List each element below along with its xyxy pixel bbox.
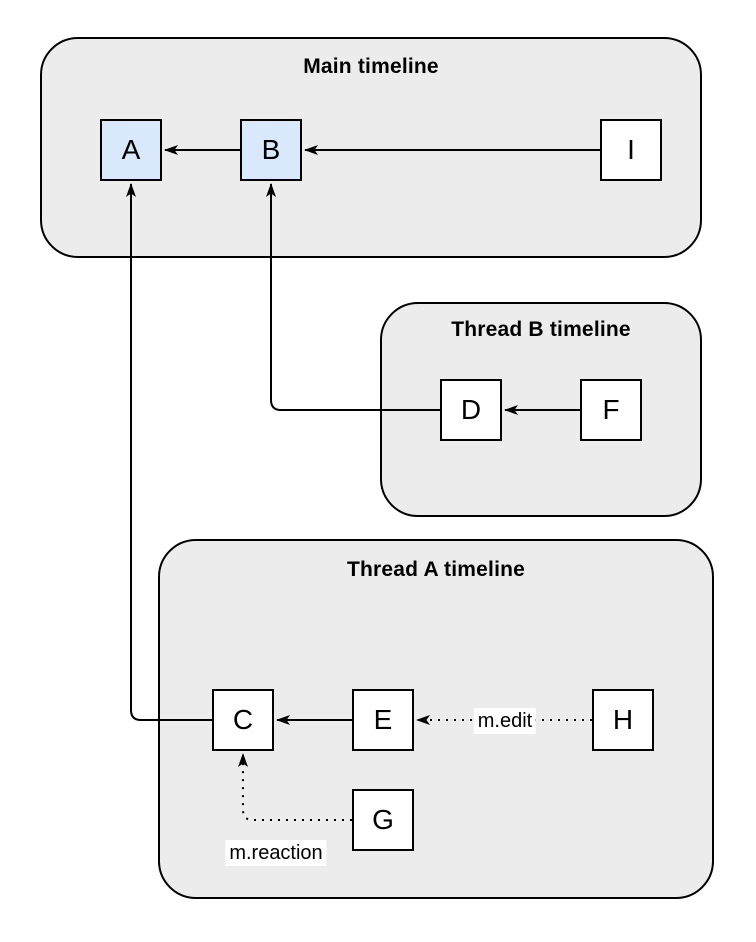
main-timeline-title: Main timeline bbox=[303, 55, 439, 78]
edge-g-to-c bbox=[238, 753, 352, 821]
node-f: F bbox=[580, 379, 642, 441]
edge-label-m-edit: m.edit bbox=[473, 708, 537, 734]
node-g: G bbox=[352, 789, 414, 851]
thread-b-timeline-title: Thread B timeline bbox=[451, 318, 631, 341]
node-i: I bbox=[600, 119, 662, 181]
edge-c-to-a bbox=[126, 183, 212, 721]
node-d: D bbox=[440, 379, 502, 441]
node-a: A bbox=[100, 119, 162, 181]
edge-label-m-reaction: m.reaction bbox=[225, 840, 327, 866]
node-b: B bbox=[240, 119, 302, 181]
thread-a-timeline-title: Thread A timeline bbox=[346, 558, 526, 581]
edge-d-to-b bbox=[266, 183, 440, 411]
node-e: E bbox=[352, 689, 414, 751]
node-c: C bbox=[212, 689, 274, 751]
node-h: H bbox=[592, 689, 654, 751]
